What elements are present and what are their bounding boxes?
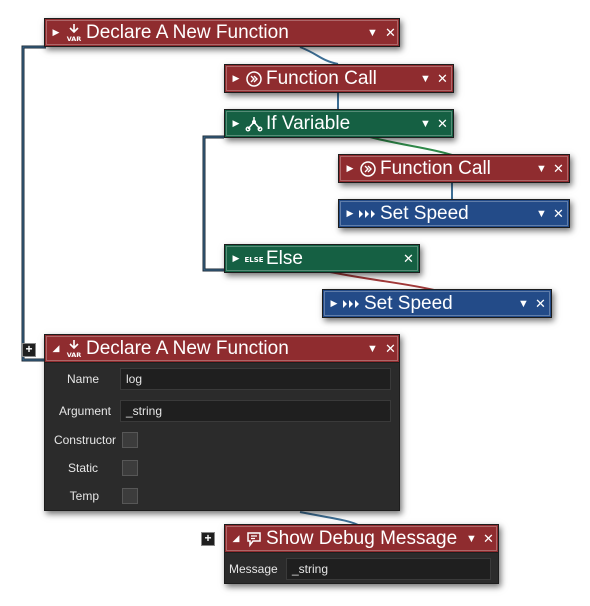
close-icon[interactable]: ✕: [483, 531, 494, 546]
expand-arrow-icon[interactable]: ▶: [232, 73, 240, 83]
close-icon[interactable]: ✕: [535, 296, 546, 311]
function-call-node[interactable]: ▶ Function Call ▼ ✕: [338, 154, 570, 183]
show-debug-message-header[interactable]: ◢ Show Debug Message ▼ ✕: [224, 524, 499, 553]
dropdown-arrow-icon[interactable]: ▼: [420, 118, 431, 130]
node-title: Function Call: [380, 157, 491, 179]
dropdown-arrow-icon[interactable]: ▼: [536, 163, 547, 175]
collapse-arrow-icon[interactable]: ◢: [52, 343, 60, 353]
dropdown-arrow-icon[interactable]: ▼: [518, 298, 529, 310]
expand-arrow-icon[interactable]: ▶: [346, 208, 354, 218]
add-block-button[interactable]: +: [201, 532, 215, 546]
wire-else-to-speed: [329, 271, 435, 291]
static-label: Static: [67, 461, 98, 475]
temp-label: Temp: [69, 489, 99, 503]
set-speed-node[interactable]: ▶ Set Speed ▼ ✕: [338, 199, 570, 228]
close-icon[interactable]: ✕: [385, 341, 396, 356]
static-checkbox[interactable]: [122, 460, 138, 476]
argument-field[interactable]: _string: [120, 400, 391, 422]
name-label: Name: [66, 372, 99, 386]
var-download-icon: VAR: [64, 338, 84, 360]
node-title: If Variable: [266, 112, 351, 134]
declare-function-header[interactable]: ▶ VAR Declare A New Function ▼ ✕: [44, 18, 400, 47]
wire-declare-to-expanded: [21, 45, 46, 362]
var-download-icon: VAR: [64, 22, 84, 44]
add-block-button[interactable]: +: [22, 343, 36, 357]
function-call-icon: [358, 158, 378, 180]
wire-declare-to-call: [299, 46, 339, 65]
node-title: Set Speed: [380, 202, 469, 224]
speed-arrows-icon: [358, 203, 378, 225]
if-variable-node[interactable]: ▶ If Variable ▼ ✕: [224, 109, 454, 138]
speech-bubble-icon: [244, 528, 264, 550]
dropdown-arrow-icon[interactable]: ▼: [367, 343, 378, 355]
set-speed-header[interactable]: ▶ Set Speed ▼ ✕: [338, 199, 570, 228]
dropdown-arrow-icon[interactable]: ▼: [536, 208, 547, 220]
function-call-header[interactable]: ▶ Function Call ▼ ✕: [224, 64, 454, 93]
expand-arrow-icon[interactable]: ▶: [232, 253, 240, 263]
else-icon: ELSE: [244, 248, 264, 270]
svg-text:ELSE: ELSE: [244, 256, 263, 264]
constructor-checkbox[interactable]: [122, 432, 138, 448]
close-icon[interactable]: ✕: [437, 71, 448, 86]
close-icon[interactable]: ✕: [385, 25, 396, 40]
if-variable-icon: [244, 113, 264, 135]
else-header[interactable]: ▶ ELSE Else ✕: [224, 244, 420, 273]
dropdown-arrow-icon[interactable]: ▼: [466, 533, 477, 545]
svg-text:VAR: VAR: [67, 35, 82, 43]
message-field[interactable]: _string: [286, 558, 491, 580]
close-icon[interactable]: ✕: [553, 206, 564, 221]
name-field[interactable]: log: [120, 368, 391, 390]
dropdown-arrow-icon[interactable]: ▼: [420, 73, 431, 85]
node-title: Declare A New Function: [86, 337, 289, 359]
set-speed-header[interactable]: ▶ Set Speed ▼ ✕: [322, 289, 552, 318]
node-title: Else: [266, 247, 303, 269]
wire-if-to-else: [202, 135, 224, 272]
speed-arrows-icon: [342, 293, 362, 315]
declare-function-header[interactable]: ◢ VAR Declare A New Function ▼ ✕: [44, 334, 400, 363]
dropdown-arrow-icon[interactable]: ▼: [367, 27, 378, 39]
declare-function-panel: Name log Argument _string Constructor St…: [44, 363, 400, 511]
message-label: Message: [229, 562, 278, 576]
wire-if-to-call2: [369, 136, 453, 156]
show-debug-message-node[interactable]: ◢ Show Debug Message ▼ ✕ Message _string: [224, 524, 499, 584]
set-speed-node[interactable]: ▶ Set Speed ▼ ✕: [322, 289, 552, 318]
argument-label: Argument: [58, 404, 111, 418]
node-title: Show Debug Message: [266, 527, 458, 549]
expand-arrow-icon[interactable]: ▶: [330, 298, 338, 308]
temp-checkbox[interactable]: [122, 488, 138, 504]
expand-arrow-icon[interactable]: ▶: [52, 27, 60, 37]
expand-arrow-icon[interactable]: ▶: [346, 163, 354, 173]
if-variable-header[interactable]: ▶ If Variable ▼ ✕: [224, 109, 454, 138]
constructor-label: Constructor: [53, 433, 116, 447]
node-title: Set Speed: [364, 292, 453, 314]
declare-function-expanded-node[interactable]: ◢ VAR Declare A New Function ▼ ✕ Name lo…: [44, 334, 400, 511]
function-call-icon: [244, 68, 264, 90]
svg-text:VAR: VAR: [67, 351, 82, 359]
node-title: Declare A New Function: [86, 21, 289, 43]
close-icon[interactable]: ✕: [553, 161, 564, 176]
expand-arrow-icon[interactable]: ▶: [232, 118, 240, 128]
declare-function-node[interactable]: ▶ VAR Declare A New Function ▼ ✕: [44, 18, 400, 47]
close-icon[interactable]: ✕: [403, 251, 414, 266]
else-node[interactable]: ▶ ELSE Else ✕: [224, 244, 420, 273]
collapse-arrow-icon[interactable]: ◢: [232, 533, 240, 543]
function-call-header[interactable]: ▶ Function Call ▼ ✕: [338, 154, 570, 183]
node-title: Function Call: [266, 67, 377, 89]
function-call-node[interactable]: ▶ Function Call ▼ ✕: [224, 64, 454, 93]
close-icon[interactable]: ✕: [437, 116, 448, 131]
show-debug-message-panel: Message _string: [224, 553, 499, 584]
